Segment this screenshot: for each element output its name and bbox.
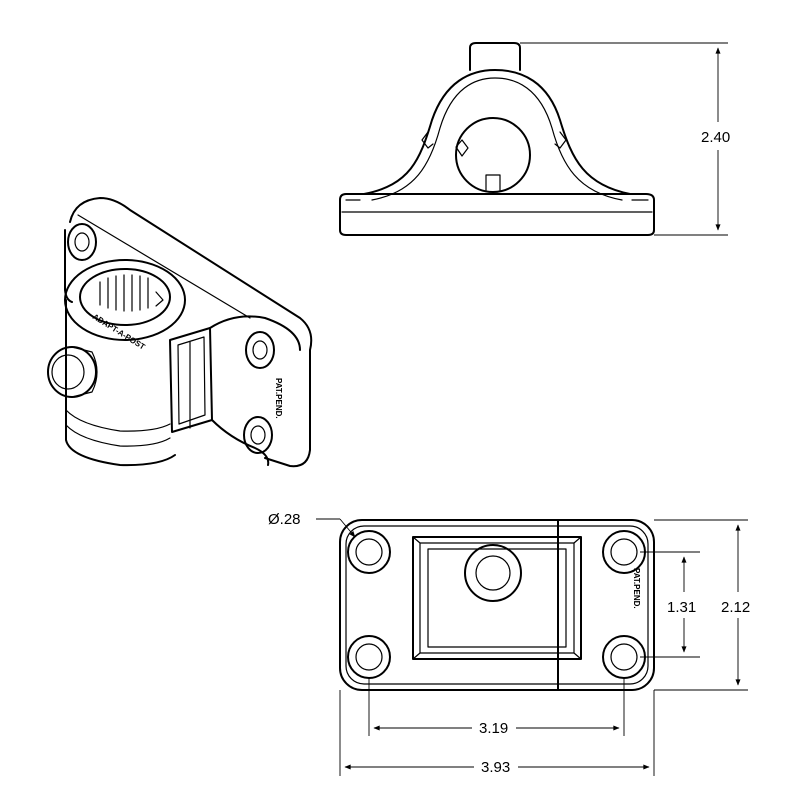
dimension-hole-spacing-horizontal: 3.19 — [368, 678, 625, 737]
dimension-label-2-12: 2.12 — [721, 599, 750, 616]
dimension-label-2-40: 2.40 — [701, 129, 730, 146]
dimension-height-side: 2.40 — [520, 42, 730, 236]
dimension-label-3-19: 3.19 — [479, 720, 508, 737]
top-patent-stamp: PAT.PEND. — [632, 568, 641, 609]
dimension-overall-height: 2.12 — [654, 519, 750, 691]
dimension-hole-diameter: Ø.28 — [268, 511, 356, 538]
side-view — [339, 42, 655, 236]
isometric-view: ADAPT-A-POST PAT.PEND. — [47, 197, 313, 468]
top-view: PAT.PEND. — [339, 519, 655, 691]
iso-patent-stamp: PAT.PEND. — [274, 378, 283, 419]
dimension-label-hole-diameter: Ø.28 — [268, 511, 301, 528]
ring-stamp: ADAPT-A-POST — [91, 312, 147, 351]
dimension-hole-spacing-vertical: 1.31 — [640, 551, 700, 658]
dimension-overall-width: 3.93 — [339, 690, 655, 776]
dimension-label-3-93: 3.93 — [481, 759, 510, 776]
dimension-label-1-31: 1.31 — [667, 599, 696, 616]
